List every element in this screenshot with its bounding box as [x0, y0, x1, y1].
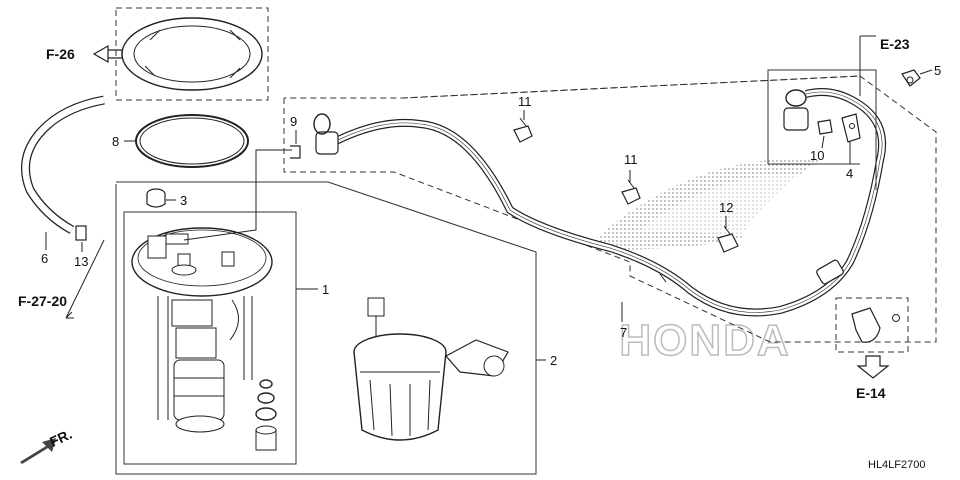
- callout-11b[interactable]: 11: [624, 152, 638, 167]
- e14-arrow-icon: [856, 355, 890, 379]
- hose-7-icon: [328, 88, 887, 317]
- callout-10[interactable]: 10: [810, 148, 824, 163]
- diagram-code: HL4LF2700: [868, 459, 926, 471]
- hose-7-group-box: [283, 75, 937, 343]
- ref-f2720[interactable]: F-27-20: [18, 293, 67, 309]
- clip-13-icon: [75, 225, 87, 241]
- honda-watermark: HONDA: [600, 158, 820, 366]
- callout-7[interactable]: 7: [620, 325, 627, 340]
- clamp-icon: [851, 307, 900, 343]
- group-2-outline: [115, 181, 537, 475]
- callout-13[interactable]: 13: [74, 254, 88, 269]
- group-1-outline: [123, 211, 297, 465]
- callout-11a[interactable]: 11: [518, 94, 532, 109]
- clip-11b-icon: [621, 179, 641, 205]
- pump-housing-icon: [353, 297, 509, 441]
- o-ring-small-icon: [259, 379, 273, 389]
- callout-12[interactable]: 12: [719, 200, 733, 215]
- callout-5[interactable]: 5: [934, 63, 941, 78]
- cap-3-icon: [146, 188, 166, 208]
- hose-6-icon: [21, 95, 105, 234]
- bracket-4-icon: [841, 113, 861, 143]
- bolt-5-icon: [901, 69, 921, 87]
- clip-9-icon: [290, 145, 301, 159]
- gasket-icon: [135, 114, 249, 168]
- fuel-pump-module-icon: [131, 227, 273, 433]
- e14-group-box: [835, 297, 909, 353]
- ref-f26[interactable]: F-26: [46, 46, 75, 62]
- callout-2[interactable]: 2: [550, 353, 557, 368]
- watermark-text: HONDA: [619, 316, 790, 365]
- callout-8[interactable]: 8: [112, 134, 119, 149]
- callout-9[interactable]: 9: [290, 114, 297, 129]
- callout-3[interactable]: 3: [180, 193, 187, 208]
- f26-group-box: [115, 7, 269, 101]
- quick-connector-icon: [313, 113, 339, 155]
- filter-cap-icon: [255, 425, 277, 451]
- ref-e14[interactable]: E-14: [856, 385, 886, 401]
- upper-right-group-box: [767, 69, 877, 190]
- filler-connector-icon: [783, 89, 809, 131]
- lock-ring-icon: [121, 17, 263, 91]
- ref-fr: FR.: [47, 426, 74, 450]
- callout-6[interactable]: 6: [41, 251, 48, 266]
- clip-10-icon: [817, 119, 833, 135]
- front-arrow-icon: [20, 438, 56, 464]
- clip-12-icon: [717, 225, 739, 253]
- clip-11a-icon: [513, 117, 533, 143]
- hose-joint-icon: [816, 259, 844, 285]
- ref-e23[interactable]: E-23: [880, 36, 910, 52]
- o-ring-icon: [255, 392, 277, 421]
- callout-1[interactable]: 1: [322, 282, 329, 297]
- callout-4[interactable]: 4: [846, 166, 853, 181]
- f26-arrow-icon: [92, 44, 123, 64]
